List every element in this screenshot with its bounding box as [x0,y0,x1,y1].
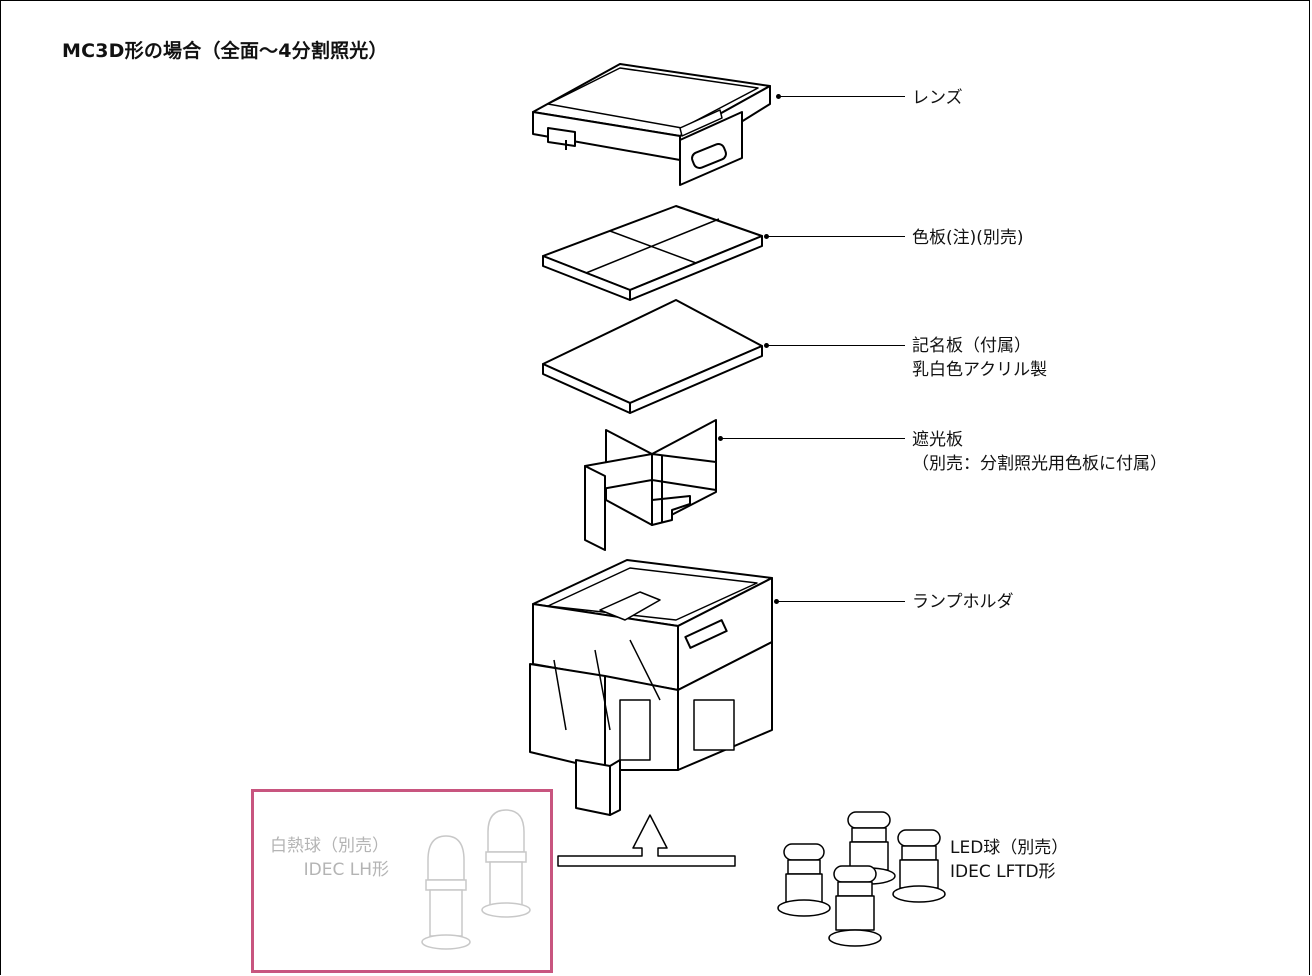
lamp-holder-label: ランプホルダ [912,592,1014,612]
light-shield-leader-dot [718,436,723,441]
name-plate-leader [767,345,905,346]
light-shield-label: 遮光板 （別売：分割照光用色板に付属） [912,430,1167,474]
color-plate-leader [767,236,905,237]
incandescent-bulbs-drawing [421,809,531,950]
color-plate-drawing [542,205,763,301]
light-shield-drawing [584,419,717,551]
lamp-holder-drawing [529,559,773,816]
insert-arrow-drawing [557,814,736,867]
lamp-holder-leader [777,601,905,602]
lens-drawing [532,63,771,186]
incandescent-label: 白熱球（別売） IDEC LH形 [270,836,389,880]
lens-leader-dot [776,94,781,99]
lamp-holder-leader-dot [774,599,779,604]
name-plate-drawing [542,299,763,414]
light-shield-leader [721,438,905,439]
name-plate-leader-dot [764,343,769,348]
lens-leader [779,96,905,97]
incandescent-highlight-box [251,789,553,973]
led-bulb-label: LED球（別売） IDEC LFTD形 [950,838,1069,882]
name-plate-label: 記名板（付属） 乳白色アクリル製 [912,336,1048,380]
lens-label: レンズ [912,88,963,108]
color-plate-label: 色板(注)(別売) [912,228,1024,248]
led-bulbs-drawing [777,811,946,947]
diagram-title: MC3D形の場合（全面〜4分割照光） [62,40,388,62]
color-plate-leader-dot [764,234,769,239]
